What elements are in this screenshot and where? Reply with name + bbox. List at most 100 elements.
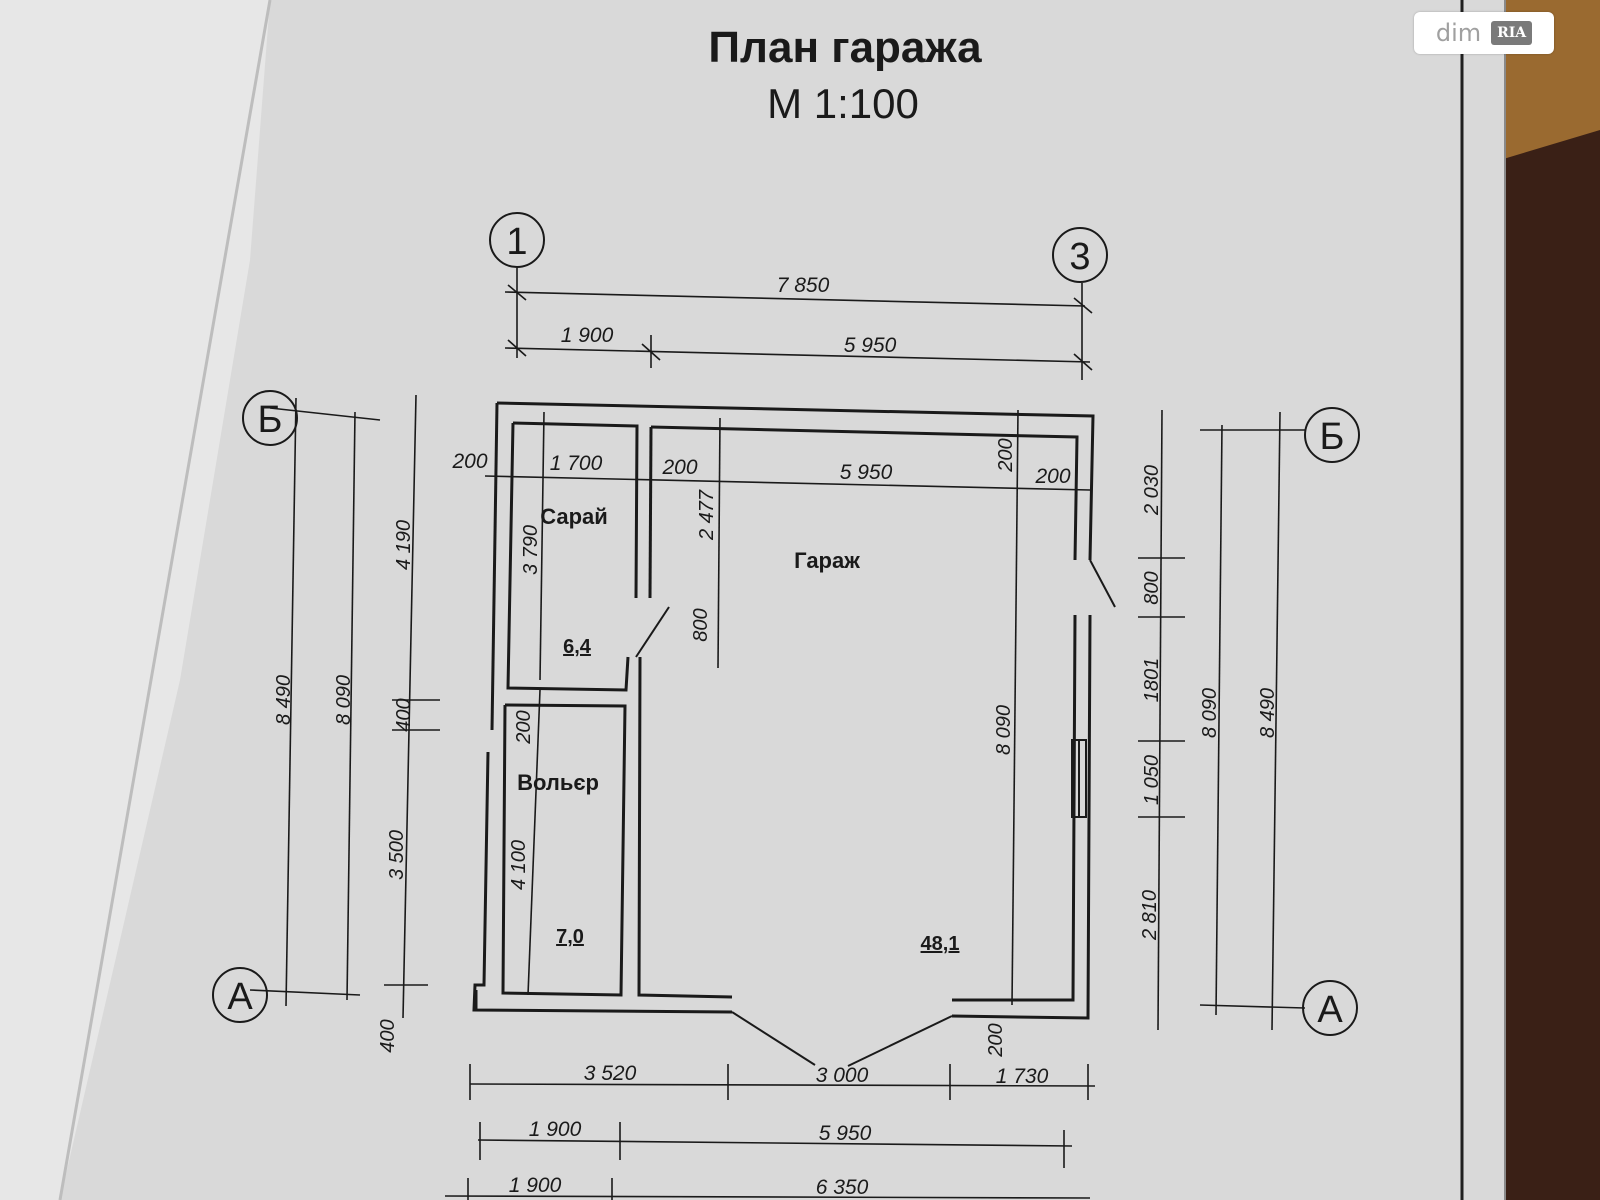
dim-text-door-2477: 2 477	[696, 489, 718, 541]
axis-label-b-left: Б	[258, 399, 283, 441]
tick	[641, 343, 661, 361]
walls	[472, 401, 1095, 1020]
dim-text-bottom3-1900: 1 900	[509, 1174, 562, 1197]
tick	[507, 339, 527, 357]
side-door-swing	[1089, 559, 1116, 608]
room-area-shed: 6,4	[563, 636, 592, 658]
axis-circle-b-right	[1304, 407, 1360, 463]
room-area-enclosure: 7,0	[556, 926, 584, 948]
enclosure-inner	[501, 703, 627, 997]
openings	[635, 559, 1116, 1067]
dimension-lines	[249, 268, 1306, 1200]
dim-line-left-parts	[402, 394, 417, 1019]
axis-circle-b-left	[242, 390, 298, 446]
dim-line-top-split	[504, 347, 1091, 363]
outer-wall-left-bottom	[472, 751, 733, 1014]
room-name-garage: Гараж	[794, 548, 860, 573]
garage-inner-left-top	[648, 426, 653, 599]
dim-text-right-8490: 8 490	[1257, 688, 1279, 738]
axis-label-1: 1	[506, 221, 527, 263]
watermark-text: dim	[1435, 19, 1482, 47]
dim-text-garage-width: 5 950	[840, 461, 893, 484]
dim-text-wall-mid: 200	[661, 456, 697, 479]
dim-text-bottom-wall-200: 200	[985, 1023, 1007, 1057]
dim-text-top-total: 7 850	[777, 274, 830, 297]
axis-circle-a-left	[212, 967, 268, 1023]
axis-labels: 1 3 Б Б А А	[227, 221, 1344, 1031]
dim-line-bottom-openings	[469, 1083, 1096, 1087]
axis-circle-1	[489, 212, 545, 268]
dim-text-wall-right-v: 200	[995, 438, 1017, 472]
dim-text-left-8090: 8 090	[333, 675, 355, 725]
dim-line-shed-3790	[539, 411, 545, 681]
axis-label-b-right: Б	[1320, 416, 1345, 458]
garage-inner-right	[952, 614, 1077, 1002]
axis-label-3: 3	[1069, 236, 1090, 278]
room-name-enclosure: Вольєр	[517, 770, 599, 795]
dim-line-left-8490	[285, 397, 297, 1007]
tick	[507, 284, 527, 301]
outer-wall-top	[496, 401, 1095, 561]
dim-text-left-400: 400	[393, 698, 415, 731]
gate-leaf-left	[731, 1011, 816, 1066]
garage-inner-left-bottom	[637, 656, 733, 999]
dim-text-bottom2-5950: 5 950	[819, 1122, 872, 1145]
dim-text-wall-right: 200	[1034, 465, 1070, 488]
dim-text-bottom-3520: 3 520	[584, 1062, 637, 1085]
paper-sheet	[0, 0, 1505, 1200]
axis-label-a-left: А	[227, 976, 253, 1018]
room-name-shed: Сарай	[540, 504, 608, 529]
dim-text-left-3500: 3 500	[386, 830, 408, 880]
dim-line-bottom-3	[444, 1195, 1091, 1199]
dim-line-right-parts	[1157, 409, 1163, 1031]
gate-leaf-right	[847, 1015, 953, 1067]
dim-text-bottom-3000: 3 000	[816, 1064, 869, 1087]
binder-fold-line	[58, 0, 272, 1200]
dim-line-garage-door	[717, 417, 721, 669]
dim-text-right-8090: 8 090	[1199, 688, 1221, 738]
dim-text-left-bottom-400: 400	[377, 1019, 399, 1052]
shed-inner-bottom	[506, 422, 630, 692]
dim-line-right-8090	[1215, 424, 1223, 1016]
dim-ext-left-top	[269, 407, 381, 421]
binder-left-page	[0, 0, 270, 1200]
dim-ext-right-bottom	[1199, 1004, 1306, 1009]
plan-scale: М 1:100	[767, 80, 919, 127]
dim-text-bottom-1730: 1 730	[996, 1065, 1049, 1088]
watermark-badge: RIA	[1491, 21, 1533, 45]
dim-text-bottom3-6350: 6 350	[816, 1176, 869, 1199]
dim-line-garage-8090	[1011, 409, 1019, 1006]
tick	[1073, 353, 1093, 371]
tick	[1073, 297, 1093, 314]
dim-line-left-8090	[346, 411, 356, 1001]
dim-text-bottom2-1900: 1 900	[529, 1118, 582, 1141]
axis-label-a-right: А	[1317, 989, 1343, 1031]
dim-line-top-total	[504, 291, 1086, 307]
plan-title: План гаража	[708, 23, 982, 72]
shed-inner-top	[512, 421, 639, 599]
garage-inner-top	[650, 425, 1079, 561]
dim-text-shed-3790: 3 790	[520, 525, 542, 575]
dim-text-wall-left: 200	[451, 450, 487, 473]
axis-circle-3	[1052, 227, 1108, 283]
room-labels: Сарай 6,4 Гараж 48,1 Вольєр 7,0	[517, 504, 959, 955]
dim-text-door-800: 800	[690, 608, 712, 641]
dim-text-right-800: 800	[1141, 571, 1163, 604]
dimria-watermark: dim RIA	[1414, 12, 1554, 54]
dim-texts-vertical: 8 490 8 090 4 190 400 3 500 400 3 790 2 …	[273, 438, 1279, 1057]
outer-wall-left-top	[490, 402, 499, 731]
dim-line-enclosure-4100	[527, 689, 541, 996]
shed-door-swing	[635, 606, 670, 658]
dim-line-right-8490	[1271, 411, 1281, 1031]
dim-text-right-2030: 2 030	[1141, 465, 1163, 516]
dim-ext-left-bottom	[249, 989, 361, 996]
dim-text-shed-width: 1 700	[550, 452, 603, 475]
dim-text-left-4190: 4 190	[393, 520, 415, 570]
outer-wall-right-bottom	[951, 614, 1092, 1020]
dim-line-inner-widths	[484, 475, 1091, 491]
dim-text-right-1050: 1 050	[1141, 755, 1163, 805]
dim-text-top-5950: 5 950	[844, 334, 897, 357]
dim-text-top-1900: 1 900	[561, 324, 614, 347]
dim-text-left-8490: 8 490	[273, 675, 295, 725]
